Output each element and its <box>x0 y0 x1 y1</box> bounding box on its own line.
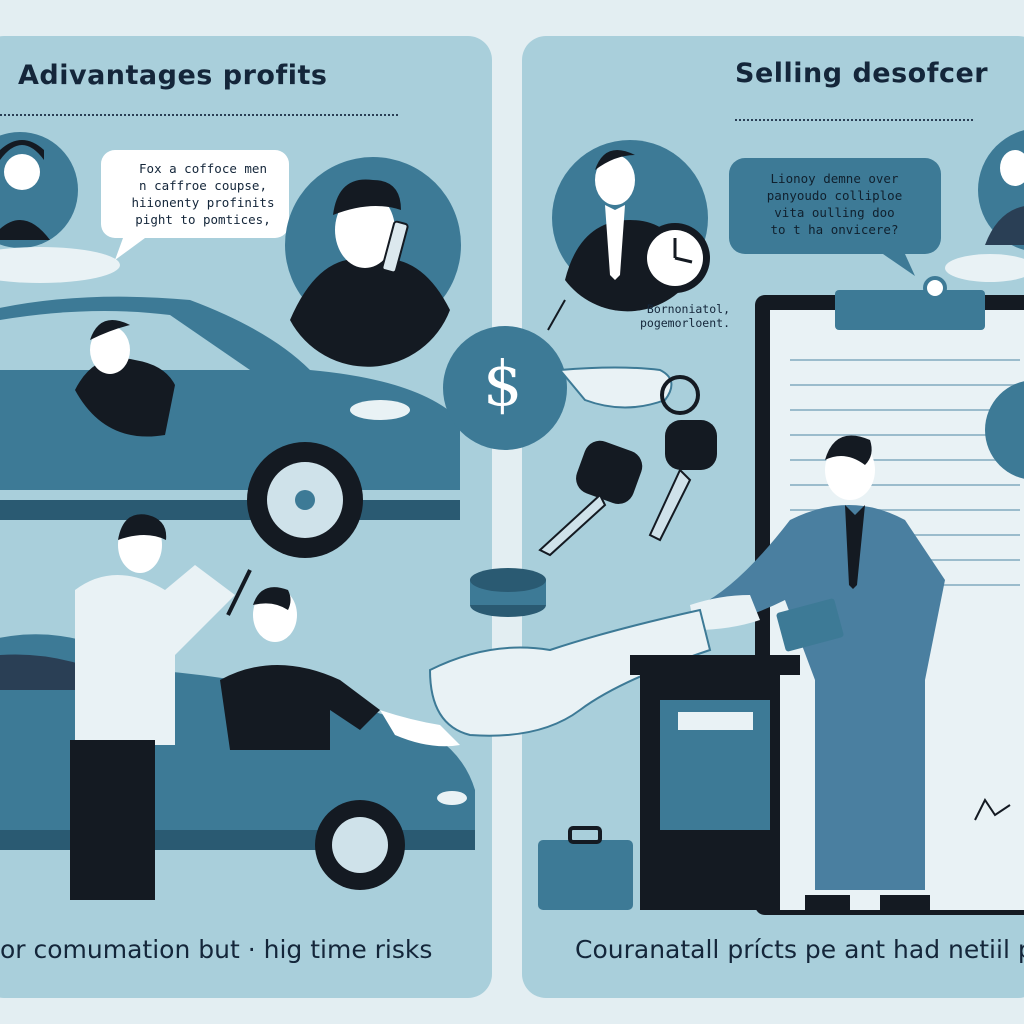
salesman-in-suit <box>690 435 945 910</box>
left-panel-title: Adivantages profits <box>18 60 328 91</box>
briefcase-icon <box>538 826 633 910</box>
left-panel-footer: or comumation but · hig time risks <box>0 935 433 964</box>
left-bubble-text: Fox a coffoce men n caffroe coupse, hiio… <box>131 161 275 227</box>
man-on-phone-portrait <box>285 157 461 367</box>
phone-icon <box>381 220 409 274</box>
podium <box>630 655 800 910</box>
right-panel-footer: Couranatall prícts pe ant had netiil por <box>575 935 1024 964</box>
man-white-shirt <box>70 514 252 900</box>
man-black-shirt <box>220 587 460 750</box>
driver <box>75 320 175 437</box>
woman-portrait <box>0 132 120 283</box>
right-panel-title: Selling desofcer <box>735 58 989 89</box>
right-bubble-text: Lionoy demne over panyoudo colliploe vit… <box>766 171 903 237</box>
right-speech-bubble <box>729 158 941 276</box>
signature-mark <box>974 798 1011 821</box>
car-keys-icon <box>538 366 717 557</box>
dollar-coin-icon <box>443 326 567 450</box>
clock-icon <box>640 223 710 293</box>
right-edge-portrait <box>945 130 1024 282</box>
right-note-text: Bornoniatol, pogemorloent. <box>639 302 730 330</box>
dollar-coin-symbol: $ <box>483 347 523 420</box>
businessman-portrait <box>552 140 710 312</box>
left-speech-bubble <box>101 150 289 260</box>
